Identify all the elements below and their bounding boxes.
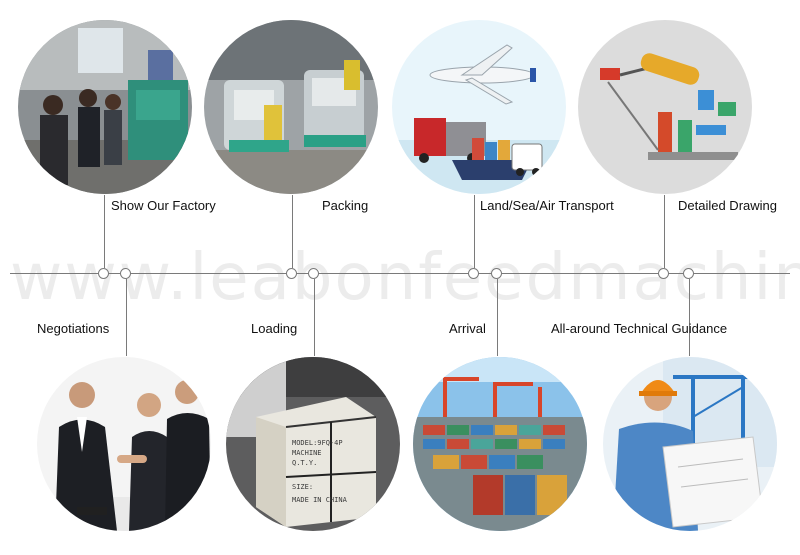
step-label-drawing: Detailed Drawing (678, 198, 777, 213)
timeline-node-transport (468, 268, 479, 279)
timeline-node-factory (98, 268, 109, 279)
timeline-node-loading (308, 268, 319, 279)
timeline-axis (10, 273, 790, 274)
timeline-node-drawing (658, 268, 669, 279)
stem-negotiations (126, 279, 127, 356)
step-label-packing: Packing (322, 198, 369, 213)
transport-vehicles-photo (392, 20, 566, 194)
container-port-photo (413, 357, 587, 531)
packed-machines-photo (204, 20, 378, 194)
step-label-loading: Loading (251, 321, 298, 336)
crate-stencil-model: MODEL:9FQ-4P (292, 439, 343, 447)
stem-loading (314, 279, 315, 356)
crate-stencil-machine: MACHINE (292, 449, 322, 457)
stem-guidance (689, 279, 690, 356)
business-handshake-photo (37, 357, 211, 531)
step-label-arrival: Arrival (449, 321, 486, 336)
wooden-crate-photo: MODEL:9FQ-4P MACHINE Q.T.Y. SIZE: MADE I… (226, 357, 400, 531)
crate-stencil-origin: MADE IN CHINA (292, 496, 348, 504)
step-label-negotiations: Negotiations (37, 321, 110, 336)
plant-layout-drawing-photo (578, 20, 752, 194)
timeline-node-guidance (683, 268, 694, 279)
stem-factory (104, 195, 105, 268)
factory-visit-photo (18, 20, 192, 194)
step-label-transport: Land/Sea/Air Transport (480, 198, 614, 213)
stem-drawing (664, 195, 665, 268)
stem-packing (292, 195, 293, 268)
watermark-text: www.leabonfeedmachinery.com (10, 241, 800, 315)
timeline-node-packing (286, 268, 297, 279)
step-label-factory: Show Our Factory (111, 198, 216, 213)
step-label-guidance: All-around Technical Guidance (551, 321, 728, 336)
crate-stencil-size: SIZE: (292, 483, 313, 491)
stem-arrival (497, 279, 498, 356)
timeline-node-negotiations (120, 268, 131, 279)
stem-transport (474, 195, 475, 268)
engineer-with-blueprint-photo (603, 357, 777, 531)
crate-stencil-qty: Q.T.Y. (292, 459, 317, 467)
timeline-node-arrival (491, 268, 502, 279)
